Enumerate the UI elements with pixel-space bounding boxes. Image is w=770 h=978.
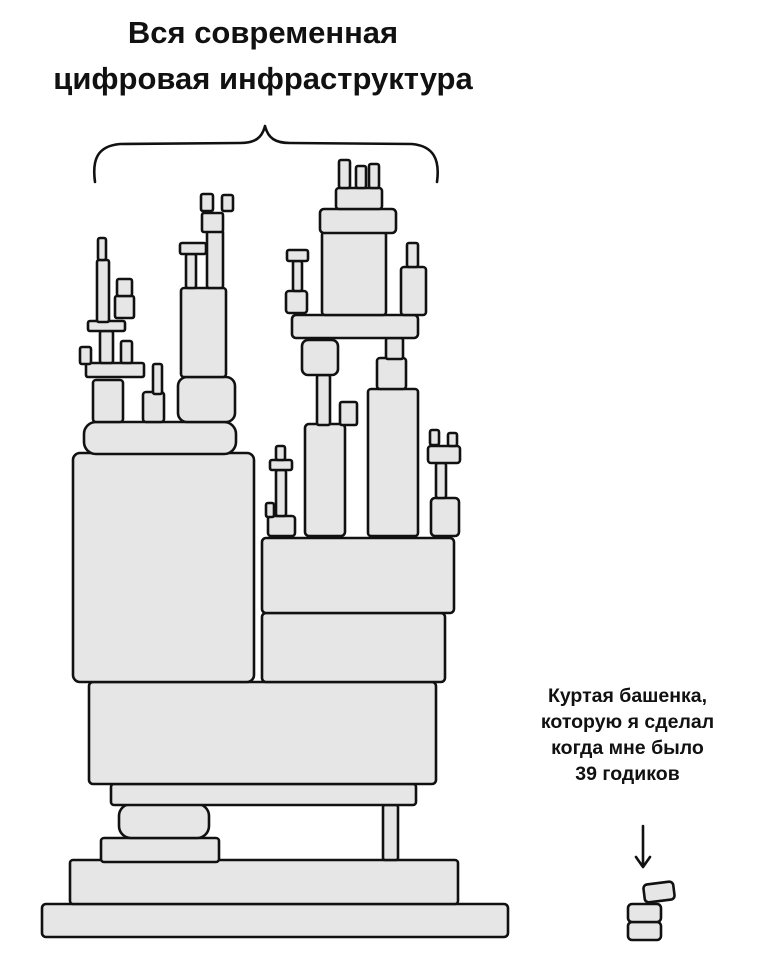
base-slab — [40, 902, 510, 939]
tiny-cube — [405, 241, 420, 269]
rod-tip — [96, 236, 108, 262]
round-block — [300, 338, 340, 377]
small-cube — [200, 211, 225, 234]
thin-post — [184, 252, 198, 290]
curly-brace — [92, 124, 439, 184]
small-cube — [113, 294, 136, 320]
thin-rod — [95, 258, 111, 324]
small-cube — [115, 277, 134, 298]
thin-rod — [291, 259, 304, 293]
top-block — [320, 230, 388, 317]
left-cap — [82, 420, 238, 456]
bearing-slab — [109, 782, 418, 807]
title-line-1: Вся современная — [127, 15, 399, 50]
annotation-line-1: Куртая башенка, — [547, 685, 708, 707]
base-cylinder — [117, 802, 211, 840]
thin-plate — [426, 444, 462, 465]
base-layer-3 — [99, 836, 221, 864]
annotation-line-4: 39 годиков — [575, 763, 680, 785]
down-arrow — [634, 824, 652, 869]
upper-cap — [334, 186, 384, 211]
small-stack — [266, 514, 297, 538]
tiny-tower — [626, 880, 676, 942]
base-layer-2 — [68, 858, 460, 906]
crossbar-plate — [290, 313, 420, 340]
thin-plate — [84, 361, 146, 379]
side-block — [399, 265, 428, 317]
right-upper-block — [260, 536, 456, 615]
left-large-block — [71, 451, 256, 684]
thin-rod — [315, 373, 332, 427]
small-block — [375, 356, 408, 391]
small-stack — [429, 496, 461, 538]
thin-plate — [285, 248, 310, 263]
cylinder-tower — [303, 422, 347, 538]
tiny-post — [264, 501, 276, 519]
top-post — [367, 162, 381, 190]
annotation-line-3: когда мне было — [551, 737, 704, 759]
small-cube — [284, 289, 309, 315]
thin-post — [205, 228, 225, 290]
tiny-cube — [199, 192, 215, 213]
small-cube — [338, 400, 359, 427]
top-post — [337, 158, 352, 190]
small-block — [384, 336, 405, 361]
thin-plate — [268, 458, 294, 472]
tiny-tower-top-block — [642, 880, 676, 904]
cylinder-block — [176, 375, 237, 424]
big-tower — [40, 158, 510, 939]
right-lower-block — [260, 611, 447, 684]
small-nub — [141, 390, 166, 424]
tiny-post — [119, 339, 134, 365]
annotation-line-2: которую я сделал — [540, 711, 715, 733]
tiny-tower-block — [626, 902, 663, 924]
support-pillar — [381, 803, 400, 862]
tiny-cube — [220, 193, 235, 213]
tiny-post — [446, 431, 459, 448]
small-block — [91, 378, 125, 424]
tiny-post — [98, 329, 115, 365]
tiny-post — [78, 345, 93, 366]
page-title: Вся современная цифровая инфраструктура — [0, 10, 526, 102]
top-post — [354, 164, 368, 190]
thin-rod — [274, 468, 288, 518]
tall-tower — [366, 387, 420, 538]
thin-rod — [434, 461, 448, 500]
tiny-post — [274, 444, 287, 462]
tall-block — [179, 286, 228, 379]
tiny-tower-block — [626, 920, 663, 942]
tiny-post — [428, 428, 441, 447]
tiny-knob — [151, 362, 164, 396]
upper-plate — [318, 207, 398, 235]
small-tower-annotation: Куртая башенка, которую я сделал когда м… — [505, 683, 750, 787]
middle-slab — [87, 680, 438, 786]
title-line-2: цифровая инфраструктура — [53, 61, 473, 96]
thin-plate — [178, 241, 208, 256]
